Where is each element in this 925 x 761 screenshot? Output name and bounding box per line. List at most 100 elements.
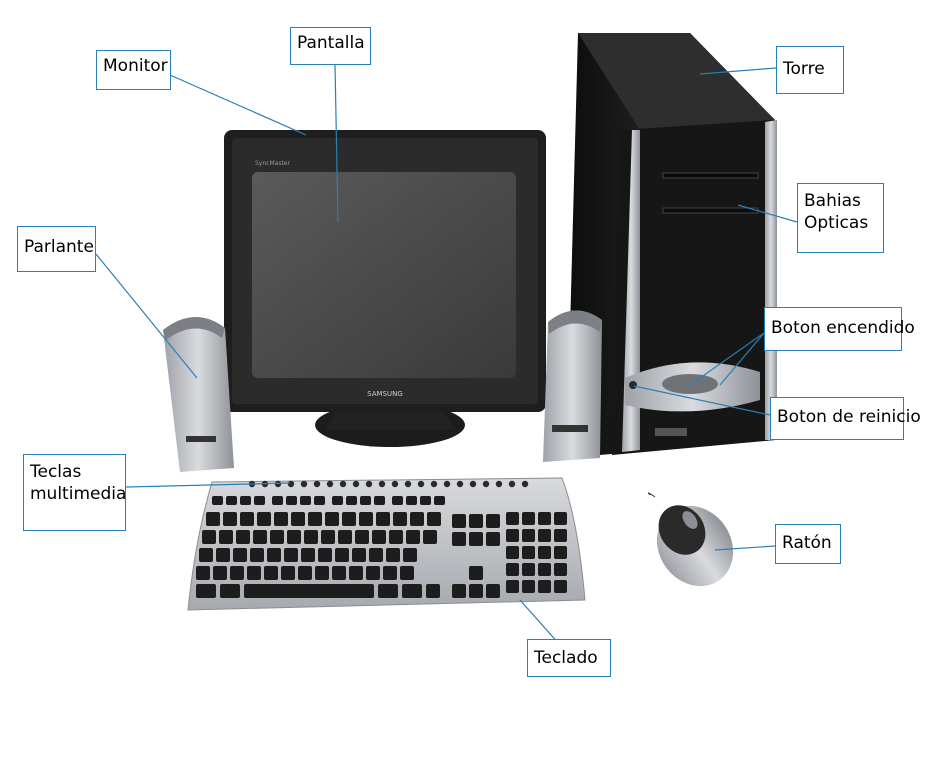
keyboard-key [426,584,440,598]
keyboard-key [254,496,265,505]
keyboard-graphic [187,477,586,611]
keyboard-key [452,514,466,528]
keyboard-key [315,566,329,580]
label-parlante: Parlante [17,226,96,272]
keyboard-key [538,580,551,593]
monitor-brand-logo: SAMSUNG [367,390,403,398]
multimedia-key [287,480,295,488]
mouse-graphic [647,492,734,587]
tower-graphic [570,33,777,455]
monitor-graphic: SyncMaster SAMSUNG [224,130,546,447]
keyboard-key [386,548,400,562]
keyboard-key [522,580,535,593]
monitor-screen [252,172,516,378]
keyboard-key [219,530,233,544]
keyboard-key [332,566,346,580]
keyboard-key [486,532,500,546]
multimedia-key [456,480,464,488]
keyboard-key [554,580,567,593]
keyboard-key [223,512,237,526]
label-raton: Ratón [775,524,841,564]
keyboard-key [349,566,363,580]
keyboard-key [304,530,318,544]
multimedia-key [404,480,412,488]
multimedia-key [352,480,360,488]
multimedia-key [274,480,282,488]
keyboard-key [274,512,288,526]
keyboard-spacebar [244,584,374,598]
keyboard-key [199,548,213,562]
label-torre: Torre [776,46,844,94]
keyboard-key [216,548,230,562]
keyboard-key [383,566,397,580]
multimedia-key [326,480,334,488]
multimedia-key [339,480,347,488]
keyboard-keys [196,496,567,598]
right-speaker-graphic [543,310,602,462]
keyboard-key [469,532,483,546]
label-boton-reinicio: Boton de reinicio [770,397,921,440]
keyboard-key [469,566,483,580]
keyboard-key [236,530,250,544]
keyboard-key [321,530,335,544]
multimedia-key [430,480,438,488]
keyboard-key [301,548,315,562]
keyboard-key [257,512,271,526]
keyboard-key [250,548,264,562]
monitor-model-text: SyncMaster [255,160,290,167]
keyboard-key [264,566,278,580]
keyboard-key [286,496,297,505]
keyboard-key [267,548,281,562]
keyboard-key [554,563,567,576]
keyboard-key [230,566,244,580]
multimedia-key [417,480,425,488]
multimedia-key [313,480,321,488]
keyboard-key [378,584,398,598]
keyboard-key [469,584,483,598]
keyboard-key [406,530,420,544]
keyboard-key [486,584,500,598]
keyboard-key [360,496,371,505]
callout-line-bahias [737,204,798,223]
label-teclado: Teclado [527,639,611,677]
keyboard-key [298,566,312,580]
keyboard-key [406,496,417,505]
keyboard-key [342,512,356,526]
multimedia-key [365,480,373,488]
callout-line-teclado [519,599,561,646]
keyboard-key [335,548,349,562]
keyboard-key [196,584,216,598]
keyboard-key [393,512,407,526]
keyboard-key [369,548,383,562]
keyboard-key [240,496,251,505]
keyboard-key [410,512,424,526]
keyboard-key [389,530,403,544]
left-speaker-graphic [163,316,234,472]
keyboard-key [376,512,390,526]
callout-line-torre [699,67,777,75]
multimedia-key [443,480,451,488]
keyboard-key [522,512,535,525]
keyboard-key [247,566,261,580]
keyboard-key [284,548,298,562]
keyboard-key [220,584,240,598]
keyboard-key [318,548,332,562]
multimedia-key [482,480,490,488]
label-monitor: Monitor [96,50,171,90]
keyboard-key [538,512,551,525]
keyboard-key [434,496,445,505]
keyboard-key [281,566,295,580]
keyboard-key [522,546,535,559]
callout-line-pantalla [334,63,339,223]
keyboard-key [554,529,567,542]
keyboard-key [506,563,519,576]
multimedia-key [521,480,529,488]
keyboard-key [420,496,431,505]
keyboard-key [538,563,551,576]
keyboard-key [233,548,247,562]
keyboard-key [554,546,567,559]
keyboard-key [452,532,466,546]
multimedia-key [300,480,308,488]
keyboard-key [392,496,403,505]
